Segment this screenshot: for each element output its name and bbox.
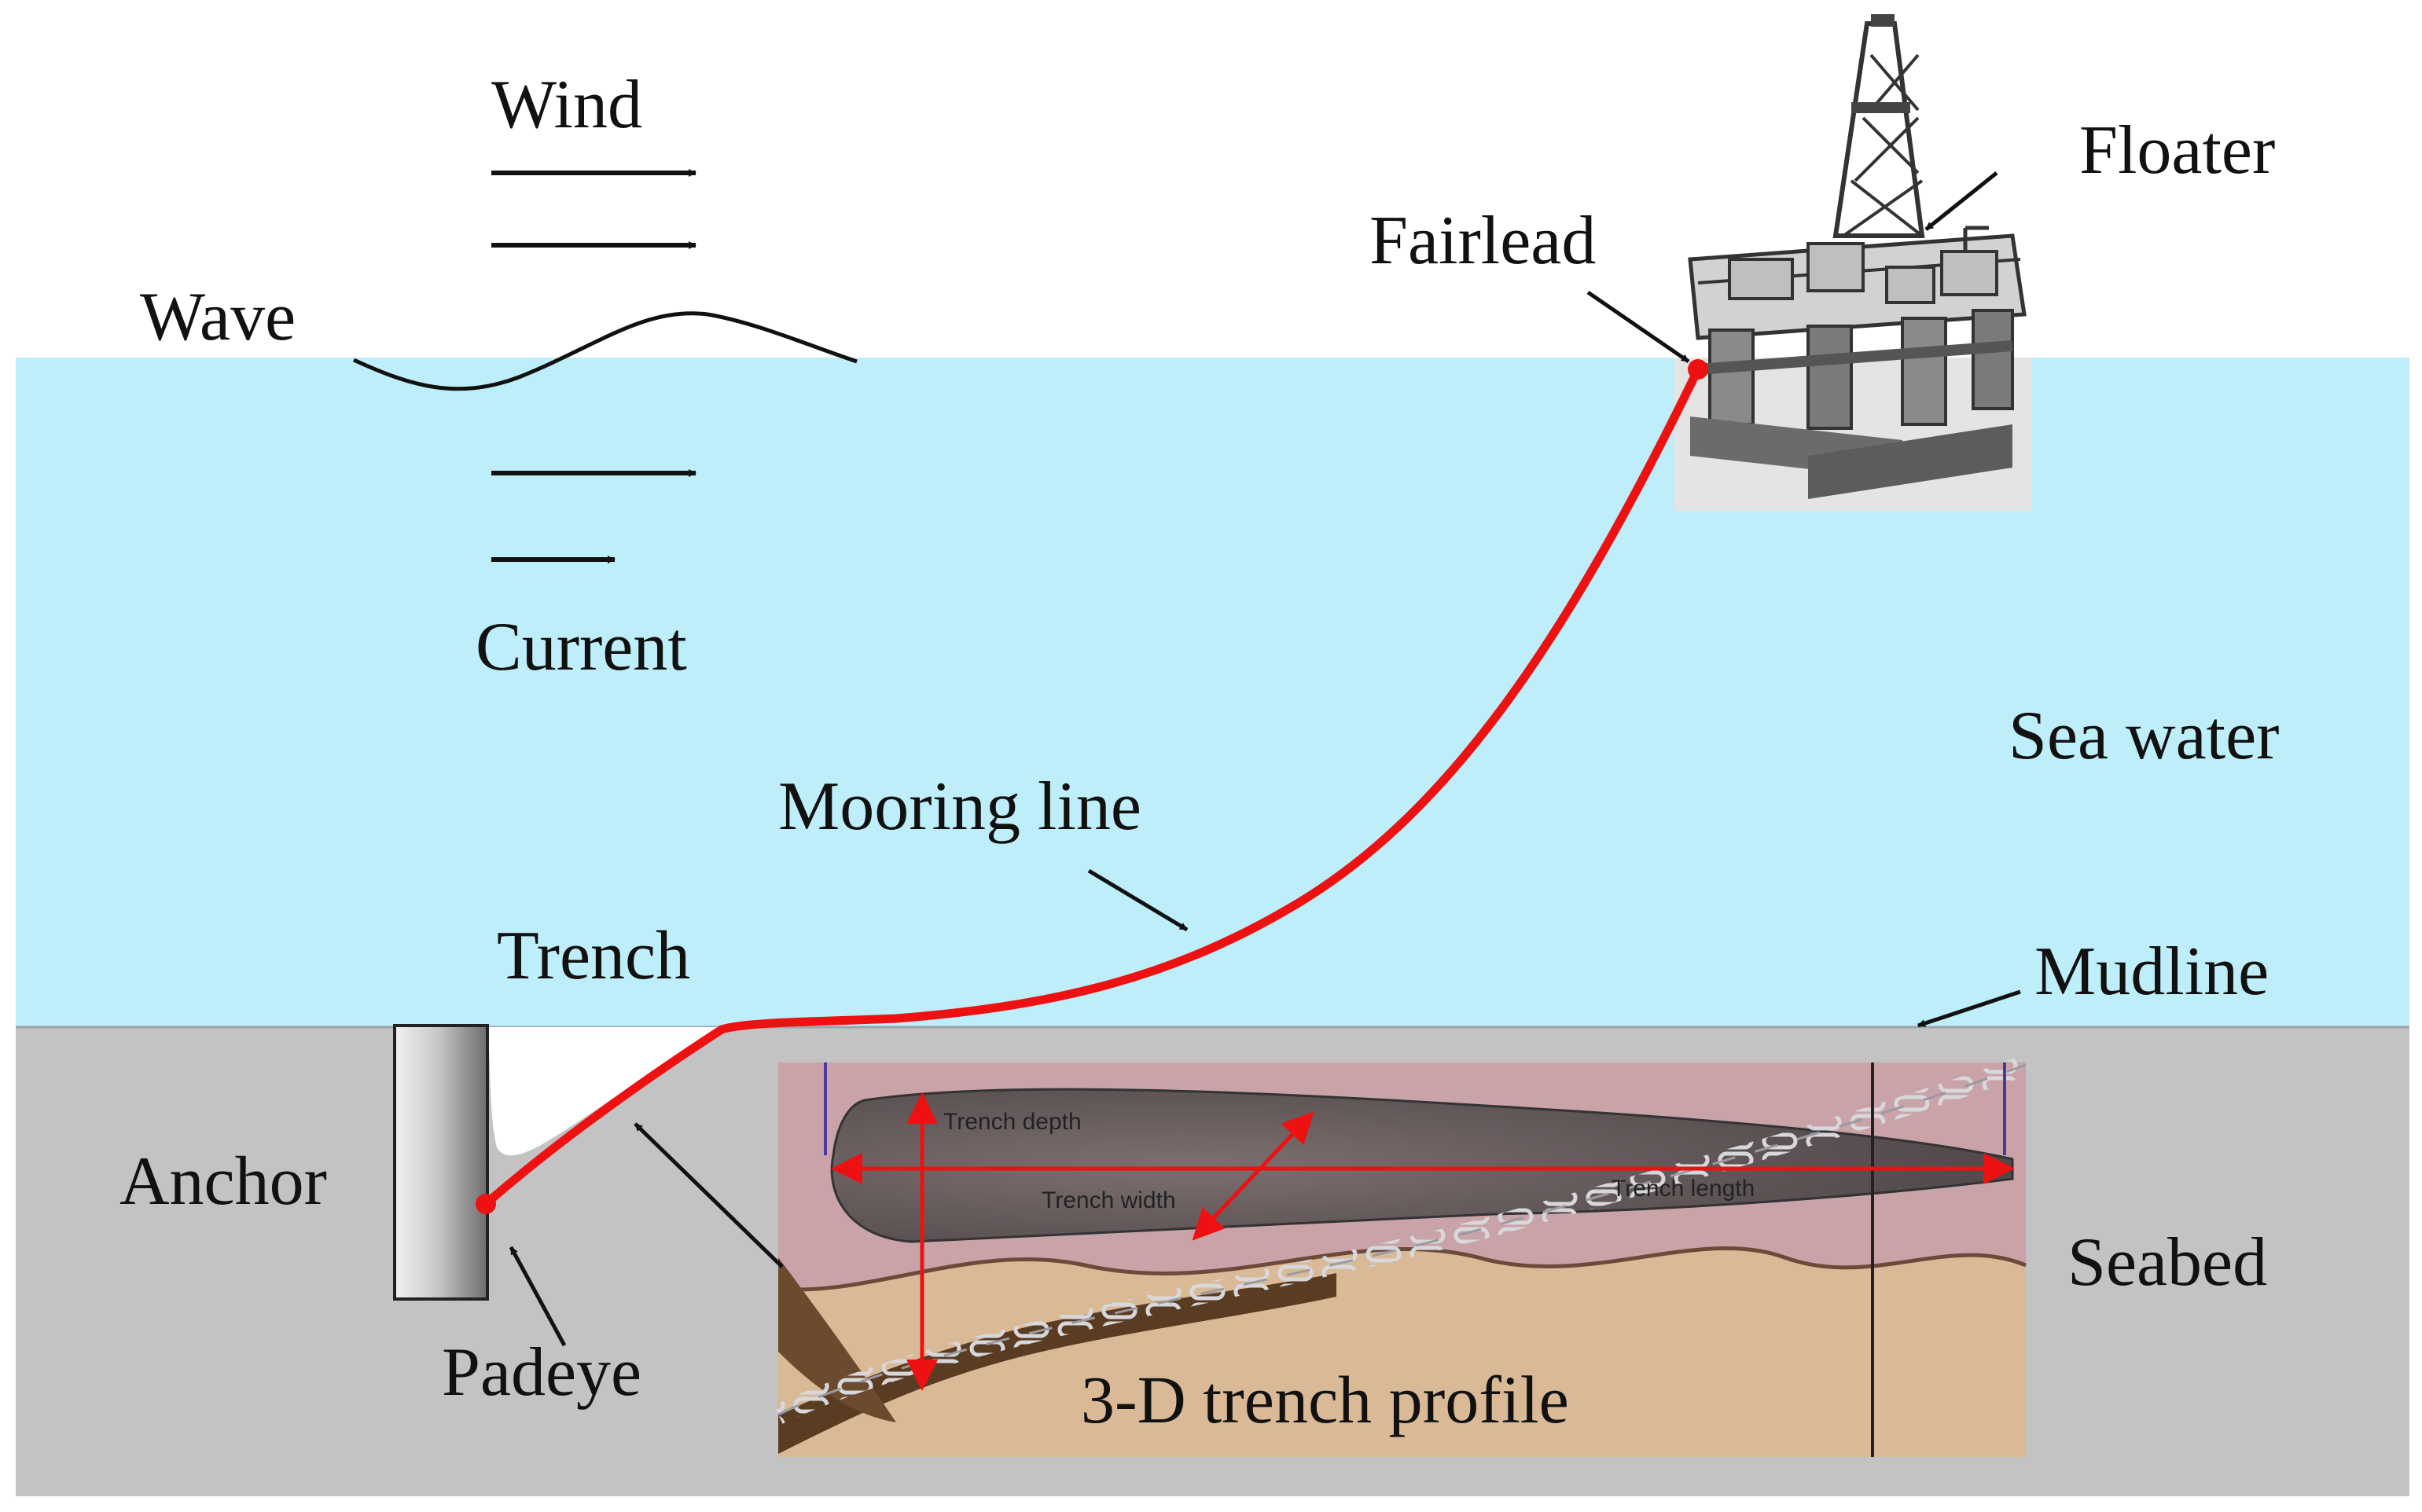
trench-length-label: Trench length bbox=[1612, 1176, 1755, 1202]
padeye-pointer bbox=[509, 1246, 567, 1347]
fairlead-pointer bbox=[1586, 290, 1690, 364]
mooring-line-pointer bbox=[1087, 868, 1189, 932]
floater-label: Floater bbox=[2079, 112, 2275, 189]
floater-pointer bbox=[1924, 171, 1998, 231]
trench-width-label: Trench width bbox=[1042, 1187, 1176, 1213]
fairlead-point bbox=[1688, 359, 1708, 380]
sea-water-label: Sea water bbox=[2009, 698, 2279, 774]
wave-line bbox=[352, 311, 858, 391]
padeye-point bbox=[476, 1194, 496, 1214]
mooring-line-label: Mooring line bbox=[778, 769, 1141, 845]
trench-pointer bbox=[634, 1122, 784, 1268]
anchor-label: Anchor bbox=[119, 1143, 327, 1220]
trench-shape bbox=[487, 1027, 727, 1156]
trench-label: Trench bbox=[497, 918, 690, 994]
trench-depth-label: Trench depth bbox=[943, 1109, 1082, 1135]
anchor-pile bbox=[393, 1024, 489, 1301]
trench-profile-inset: Trench depth Trench width Trench length … bbox=[774, 1055, 2030, 1457]
inset-caption: 3-D trench profile bbox=[1081, 1362, 1569, 1437]
seabed-label: Seabed bbox=[2067, 1224, 2267, 1301]
mudline-label: Mudline bbox=[2034, 934, 2269, 1010]
fairlead-label: Fairlead bbox=[1369, 203, 1596, 279]
wave-label: Wave bbox=[140, 279, 296, 355]
current-label: Current bbox=[476, 609, 687, 685]
sea-water-region bbox=[16, 358, 2409, 1027]
mooring-line bbox=[481, 365, 1703, 1209]
floater-platform bbox=[1674, 14, 2032, 511]
mudline-pointer bbox=[1917, 989, 2021, 1028]
trench-width-arrow bbox=[1192, 1111, 1314, 1241]
wind-label: Wind bbox=[491, 67, 642, 143]
padeye-label: Padeye bbox=[442, 1334, 641, 1411]
